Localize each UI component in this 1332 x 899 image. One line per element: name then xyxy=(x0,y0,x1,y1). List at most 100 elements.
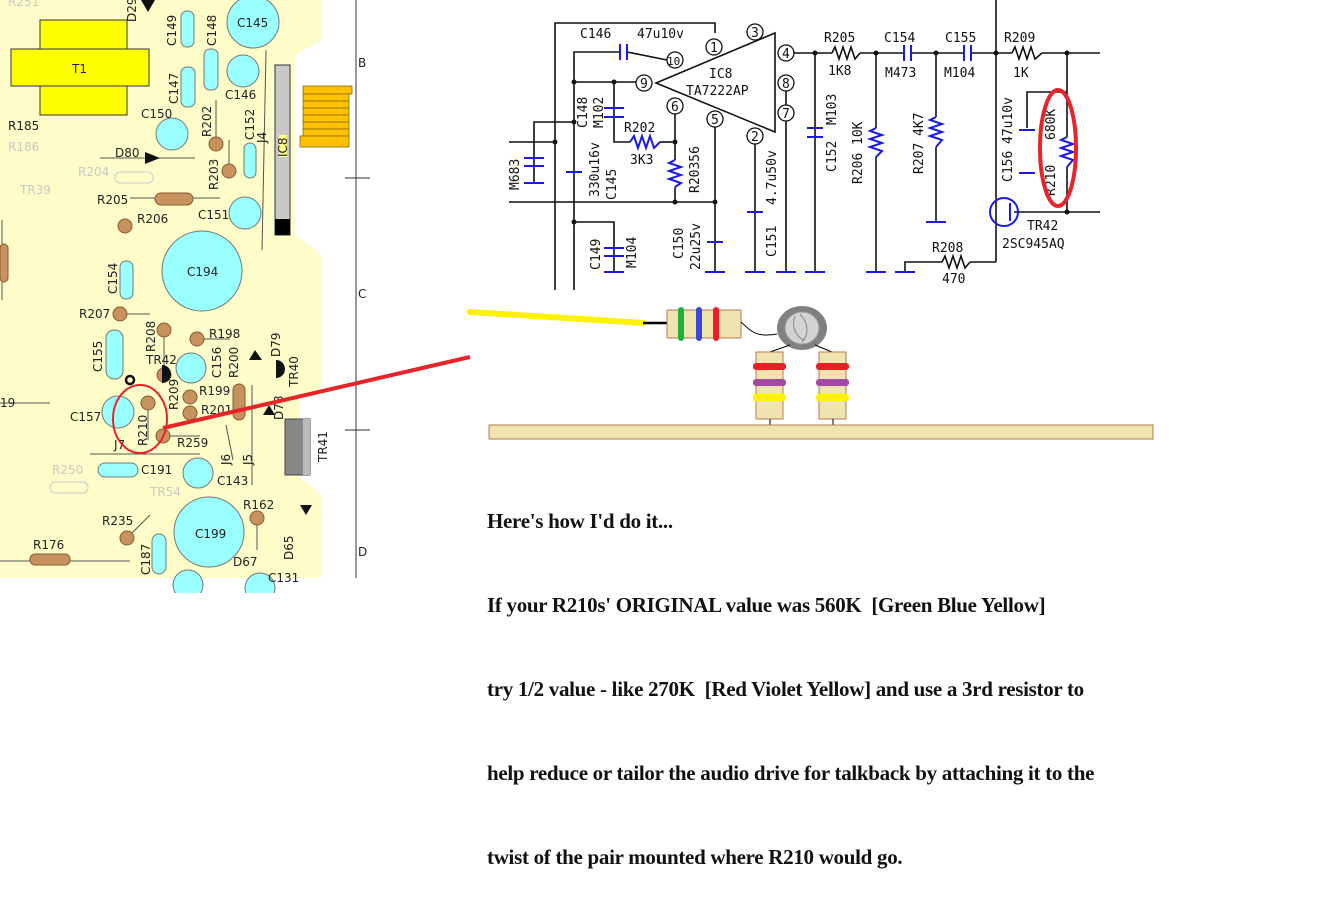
schematic-label: M104 xyxy=(944,66,975,81)
new-resistor-left xyxy=(753,351,786,420)
pcb-label: C149 xyxy=(165,15,179,46)
schematic-label: M103 xyxy=(825,94,840,125)
pcb-label: R202 xyxy=(200,106,214,137)
yellow-wire xyxy=(467,309,646,326)
band-red xyxy=(713,307,719,341)
schematic-label: R208 xyxy=(932,241,963,256)
pcb-label: C157 xyxy=(70,410,101,424)
note-line: If your R210s' ORIGINAL value was 560K [… xyxy=(487,593,1046,617)
schematic-label: C154 xyxy=(884,31,915,46)
schematic-label: 1K8 xyxy=(828,64,851,79)
ic8-pins: 1 2 3 4 5 6 7 8 9 10 xyxy=(635,23,795,145)
schematic-label: 680K xyxy=(1044,109,1059,140)
band-blue xyxy=(696,307,702,341)
pcb-label: C154 xyxy=(106,263,120,294)
schematic-label: C150 xyxy=(672,228,687,259)
schematic-label: C148 xyxy=(576,97,591,128)
pcb-label: C152 xyxy=(243,109,257,140)
pcb-label: C147 xyxy=(167,73,181,104)
note-line: twist of the pair mounted where R210 wou… xyxy=(487,845,903,869)
band-green xyxy=(678,307,684,341)
schematic-label: M473 xyxy=(885,66,916,81)
pcb-label: C143 xyxy=(217,474,248,488)
schematic-label: 470 xyxy=(942,272,965,287)
schematic-label: R205 xyxy=(824,31,855,46)
r210-highlight-circle xyxy=(112,384,168,454)
pcb-label: C146 xyxy=(225,88,256,102)
pcb-label: D29 xyxy=(125,0,139,22)
pcb-label: C145 xyxy=(237,16,268,30)
pcb-label: C131 xyxy=(268,571,299,585)
schematic-label: 47u10v xyxy=(637,27,684,42)
pcb-label: R259 xyxy=(177,436,208,450)
pcb-label: R204 xyxy=(78,165,109,179)
pcb-label: J4 xyxy=(255,132,269,144)
pcb-label: C151 xyxy=(198,208,229,222)
pcb-label: C199 xyxy=(195,527,226,541)
pin-number: 8 xyxy=(782,77,790,92)
schematic-label: M102 xyxy=(592,97,607,128)
ic-name: IC8 xyxy=(709,67,732,82)
pcb-label: R205 xyxy=(97,193,128,207)
schematic-label: R206 xyxy=(851,153,866,184)
pcb-label: R199 xyxy=(199,384,230,398)
grid-border: B C D xyxy=(345,0,370,578)
pcb-capacitors xyxy=(97,0,280,593)
schematic-label: C145 xyxy=(605,169,620,200)
schematic-label: C149 xyxy=(589,239,604,270)
pcb-label: R186 xyxy=(8,140,39,154)
pin-number: 1 xyxy=(710,41,718,56)
schematic-label: 47u10v xyxy=(1001,97,1016,144)
ground-symbols xyxy=(524,182,946,273)
pcb-label: R176 xyxy=(33,538,64,552)
schematic-label: C146 xyxy=(580,27,611,42)
schematic-label: M683 xyxy=(508,159,523,190)
heatsink xyxy=(299,85,353,148)
note-line: try 1/2 value - like 270K [Red Violet Ye… xyxy=(487,677,1084,701)
pcb-label: C191 xyxy=(141,463,172,477)
pin-number: 10 xyxy=(667,55,680,68)
pcb-label: TR39 xyxy=(19,183,51,197)
schematic-label: R209 xyxy=(1004,31,1035,46)
pcb-label: R162 xyxy=(243,498,274,512)
pcb-label: R206 xyxy=(137,212,168,226)
pin-number: 2 xyxy=(751,130,759,145)
pcb-label: J5 xyxy=(241,454,255,466)
pcb-label: 19 xyxy=(0,396,15,410)
pcb-label: R209 xyxy=(167,379,181,410)
schematic: 1 2 3 4 5 6 7 8 9 10 IC8 TA7222AP C146 4… xyxy=(508,0,1100,290)
pcb-board xyxy=(0,0,322,578)
pcb-label: C148 xyxy=(205,15,219,46)
schematic-label: C151 xyxy=(765,226,780,257)
pcb-layout: R251 D29 T1 C149 C148 C145 C147 C146 C15… xyxy=(0,0,353,593)
r210-schematic-highlight xyxy=(1038,88,1078,208)
pcb-label: J7 xyxy=(113,438,125,452)
pcb-label: R210 xyxy=(136,415,150,446)
note-line: help reduce or tailor the audio drive fo… xyxy=(487,761,1095,785)
schematic-label: C152 xyxy=(825,141,840,172)
pcb-label: D65 xyxy=(282,535,296,560)
pcb-label: R208 xyxy=(144,321,158,352)
pcb-label: C194 xyxy=(187,265,218,279)
schematic-label: R202 xyxy=(624,121,655,136)
pin-number: 5 xyxy=(711,113,719,128)
grid-letter: B xyxy=(358,56,366,70)
schematic-label: 330u16v xyxy=(588,142,603,197)
resistor-illustration xyxy=(467,306,1154,440)
grid-letter: C xyxy=(358,287,366,301)
pin-number: 9 xyxy=(640,77,648,92)
pin-number: 7 xyxy=(782,107,790,122)
schematic-label: TR42 xyxy=(1027,219,1058,234)
pcb-label: IC8 xyxy=(276,137,290,157)
pin-number: 4 xyxy=(782,47,790,62)
pcb-label: R200 xyxy=(227,347,241,378)
pcb-label: R198 xyxy=(209,327,240,341)
schematic-label: C155 xyxy=(945,31,976,46)
schematic-label: 22u25v xyxy=(689,223,704,270)
pcb-label: R203 xyxy=(207,159,221,190)
pcb-label: R251 xyxy=(8,0,39,9)
pcb-label: D80 xyxy=(115,146,140,160)
schematic-label: C156 xyxy=(1001,151,1016,182)
diagram-canvas: R251 D29 T1 C149 C148 C145 C147 C146 C15… xyxy=(0,0,1154,593)
pcb-label: TR54 xyxy=(149,485,181,499)
